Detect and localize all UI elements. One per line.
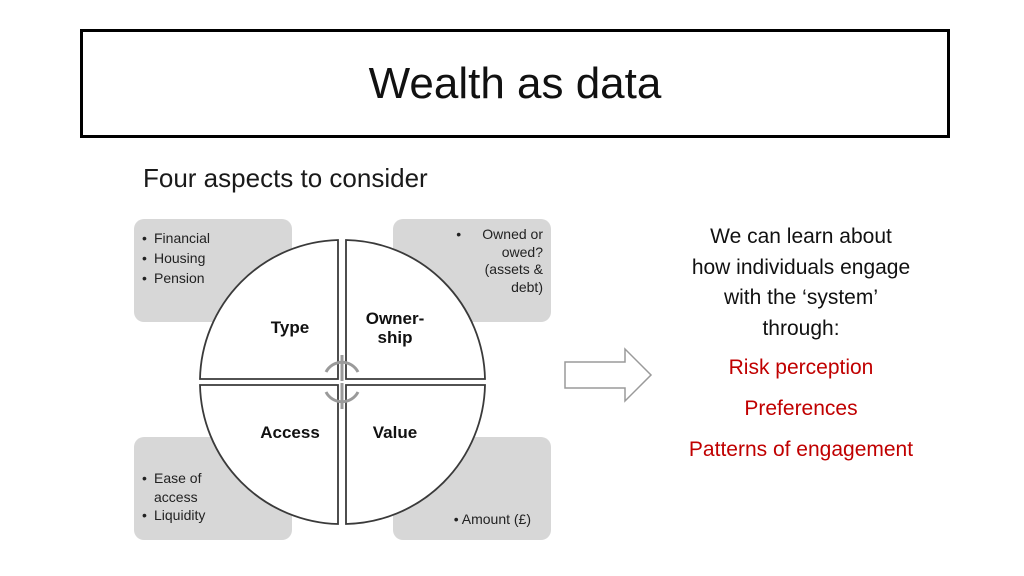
list-item: Ease of access: [142, 469, 205, 506]
ownership-line: Owner-: [365, 309, 425, 328]
type-list: Financial Housing Pension: [142, 228, 210, 288]
insight-item: Patterns of engagement: [688, 438, 914, 461]
quadrant-label-type: Type: [270, 318, 310, 337]
title-box: Wealth as data: [80, 29, 950, 138]
quadrant-ownership: [345, 239, 486, 380]
list-item: Liquidity: [142, 506, 205, 525]
list-item-line: access: [154, 488, 198, 505]
intro-line: through:: [762, 316, 840, 340]
ownership-line: ship: [377, 328, 413, 347]
intro-line: how individuals engage: [691, 255, 911, 279]
insight-panel: We can learn about how individuals engag…: [662, 222, 940, 462]
subtitle: Four aspects to consider: [143, 163, 428, 193]
intro-line: We can learn about: [710, 225, 892, 248]
list-item: Amount (£): [454, 509, 531, 529]
list-item-line: debt): [511, 278, 543, 295]
list-item-line: owed?: [501, 243, 543, 260]
quadrant-access: [199, 384, 339, 525]
list-item-line: Ease of: [154, 470, 202, 486]
list-item-line: (assets &: [484, 261, 543, 277]
list-item: Housing: [142, 248, 210, 268]
quadrant-label-value: Value: [372, 423, 418, 442]
insight-item: Risk perception: [728, 356, 874, 379]
access-list: Ease of access Liquidity: [142, 469, 205, 525]
list-item: Pension: [142, 268, 210, 288]
list-item: Owned or owed? (assets & debt): [456, 226, 543, 296]
list-item-line: Owned or: [482, 226, 543, 242]
quadrant-type: [199, 239, 339, 380]
ownership-list: Owned or owed? (assets & debt): [456, 226, 543, 296]
quadrant-value: [345, 384, 486, 525]
insight-intro: We can learn about how individuals engag…: [662, 222, 940, 344]
cycle-arrows-icon: [322, 355, 362, 409]
slide-title: Wealth as data: [368, 58, 662, 108]
insight-item: Preferences: [744, 397, 858, 420]
quadrant-label-access: Access: [260, 423, 320, 442]
intro-line: with the ‘system’: [723, 286, 879, 309]
quadrant-label-ownership: Owner- ship: [355, 309, 435, 347]
list-item: Financial: [142, 228, 210, 248]
value-list: Amount (£): [454, 509, 531, 529]
